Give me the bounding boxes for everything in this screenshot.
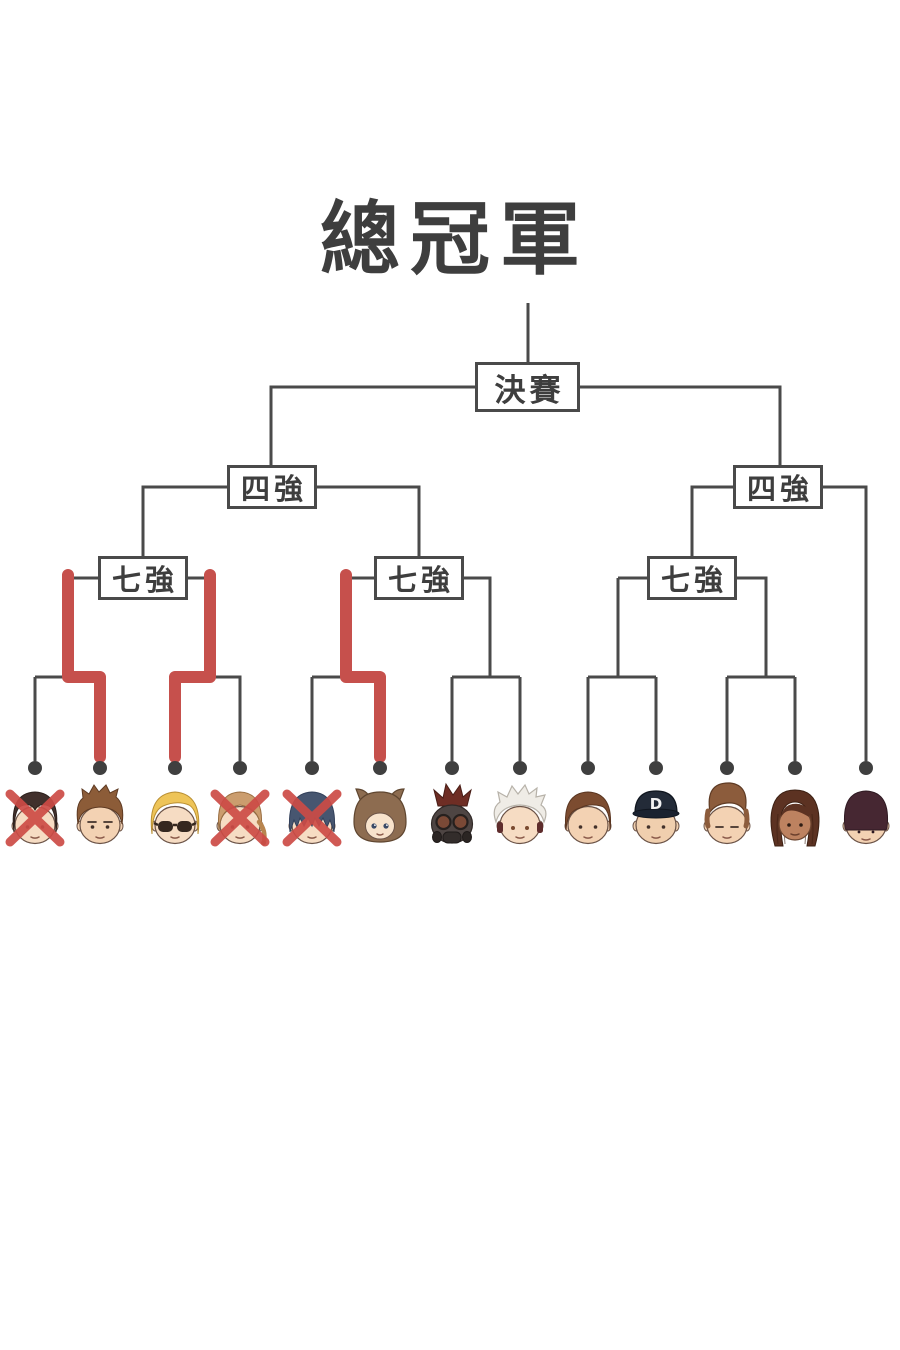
round-box-semifinal-left: 四強 [227,465,317,509]
player-dots [28,761,873,775]
elimination-x-icon [5,789,65,847]
avatar-illustration [210,789,270,847]
page-title: 總冠軍 [320,195,590,284]
player-avatar-6 [348,780,412,850]
elimination-x-icon [282,789,342,847]
player-avatar-3 [143,780,207,850]
round-box-quarterfinal-left: 七強 [98,556,188,600]
elimination-x-icon [210,789,270,847]
player-avatar-8 [488,780,552,850]
avatar-illustration [5,789,65,847]
player-avatar-9 [556,780,620,850]
player-avatar-12 [763,780,827,850]
avatar-illustration [564,791,612,845]
avatar-illustration [150,791,200,845]
avatar-illustration [770,789,820,847]
round-box-quarterfinal-mid: 七強 [374,556,464,600]
avatar-illustration [703,782,751,845]
player-avatar-7 [420,780,484,850]
player-avatar-13 [834,780,898,850]
avatar-illustration [430,782,474,844]
player-avatar-10: D [624,780,688,850]
connector-lines [33,303,868,761]
player-avatar-1 [3,780,67,850]
round-box-quarterfinal-right: 七強 [647,556,737,600]
player-avatar-4 [208,780,272,850]
round-box-semifinal-right: 四強 [733,465,823,509]
avatar-illustration: D [632,790,680,845]
avatar-illustration [353,788,407,843]
player-avatar-2 [68,780,132,850]
avatar-illustration [842,790,890,845]
avatar-illustration [493,783,547,845]
avatar-illustration [76,784,124,845]
player-avatar-11 [695,780,759,850]
player-avatar-5 [280,780,344,850]
round-box-final: 決賽 [475,362,580,412]
winner-paths [62,569,386,763]
svg-text:D: D [650,795,662,813]
avatar-illustration [282,789,342,847]
